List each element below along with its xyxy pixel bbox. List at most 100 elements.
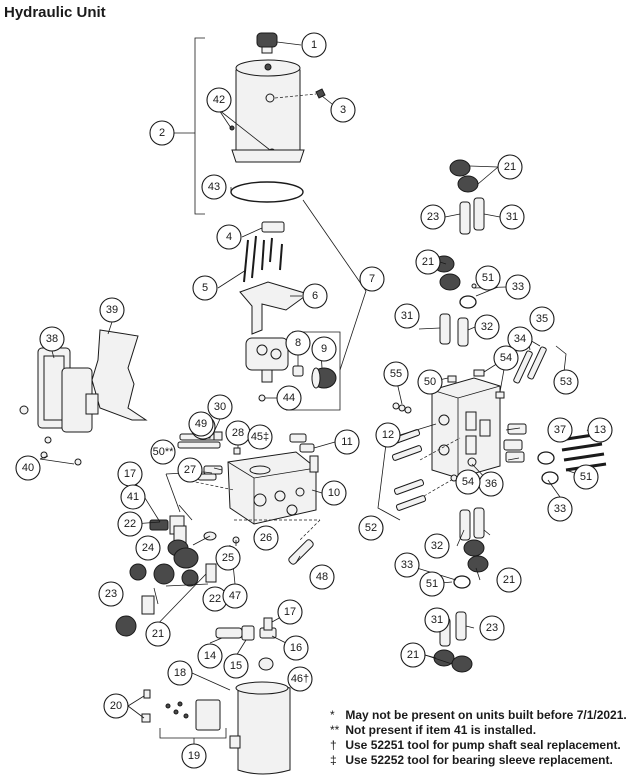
callout-7: 7 — [359, 266, 385, 292]
footnote-symbol: ** — [330, 723, 340, 737]
callout-8: 8 — [285, 330, 311, 356]
callout-31b: 31 — [394, 303, 420, 329]
callout-37: 37 — [547, 417, 573, 443]
callout-32a: 32 — [474, 314, 500, 340]
callout-13: 13 — [587, 417, 613, 443]
motor-part — [61, 367, 99, 433]
callout-12: 12 — [375, 422, 401, 448]
svg-text:33: 33 — [554, 503, 566, 515]
svg-text:3: 3 — [340, 104, 346, 116]
svg-text:54: 54 — [462, 476, 474, 488]
svg-text:25: 25 — [222, 552, 234, 564]
pump-part — [245, 337, 289, 383]
footnotes: * May not be present on units built befo… — [330, 708, 627, 768]
seal-part — [258, 394, 266, 402]
svg-text:33: 33 — [401, 559, 413, 571]
svg-text:6: 6 — [312, 290, 318, 302]
callout-50b: 50** — [150, 439, 176, 465]
callout-21e: 21 — [400, 642, 426, 668]
svg-text:23: 23 — [486, 622, 498, 634]
bracket-kit-part — [165, 699, 221, 731]
callout-54a: 54 — [493, 345, 519, 371]
tee-fitting-part — [259, 617, 277, 639]
svg-text:2: 2 — [159, 127, 165, 139]
callout-45: 45‡ — [247, 424, 273, 450]
footnote-4: ‡ Use 52252 tool for bearing sleeve repl… — [330, 753, 627, 768]
callout-52: 52 — [358, 515, 384, 541]
callout-33c: 33 — [394, 552, 420, 578]
svg-text:50: 50 — [424, 376, 436, 388]
footnote-text: Not present if item 41 is installed. — [345, 723, 537, 737]
svg-text:31: 31 — [506, 211, 518, 223]
callout-3: 3 — [330, 97, 356, 123]
footnote-symbol: * — [330, 708, 335, 722]
footnote-text: May not be present on units built before… — [345, 708, 627, 722]
svg-text:5: 5 — [202, 282, 208, 294]
bottom-reservoir-part — [229, 681, 291, 775]
callout-27: 27 — [177, 457, 203, 483]
strainer-part — [311, 367, 337, 389]
callout-43: 43 — [201, 174, 227, 200]
callout-22a: 22 — [117, 511, 143, 537]
svg-text:21: 21 — [422, 256, 434, 268]
filter-part — [261, 221, 285, 233]
svg-text:9: 9 — [321, 343, 327, 355]
callout-1: 1 — [301, 32, 327, 58]
svg-text:51: 51 — [426, 578, 438, 590]
callout-36: 36 — [478, 471, 504, 497]
svg-text:8: 8 — [295, 337, 301, 349]
svg-text:55: 55 — [390, 368, 402, 380]
svg-text:51: 51 — [580, 471, 592, 483]
callout-23a: 23 — [98, 581, 124, 607]
callout-23b: 23 — [420, 204, 446, 230]
callout-18: 18 — [167, 660, 193, 686]
svg-text:17: 17 — [124, 468, 136, 480]
callout-55: 55 — [383, 361, 409, 387]
svg-text:32: 32 — [481, 321, 493, 333]
svg-text:34: 34 — [514, 333, 526, 345]
page-title: Hydraulic Unit — [4, 4, 106, 21]
callout-50a: 50 — [417, 369, 443, 395]
elbow-fittings-part — [289, 433, 319, 473]
svg-text:51: 51 — [482, 272, 494, 284]
callout-21c: 21 — [145, 621, 171, 647]
callout-9: 9 — [311, 336, 337, 362]
svg-text:54: 54 — [500, 352, 512, 364]
svg-text:49: 49 — [195, 418, 207, 430]
callout-47: 47 — [222, 583, 248, 609]
svg-text:21: 21 — [504, 161, 516, 173]
svg-text:7: 7 — [369, 273, 375, 285]
callout-44: 44 — [276, 385, 302, 411]
cartridge-valve-part — [288, 539, 314, 565]
svg-text:17: 17 — [284, 606, 296, 618]
svg-text:46†: 46† — [291, 673, 309, 685]
svg-text:48: 48 — [316, 571, 328, 583]
svg-text:4: 4 — [226, 231, 232, 243]
callout-15: 15 — [223, 653, 249, 679]
callout-33a: 33 — [505, 274, 531, 300]
callout-38: 38 — [39, 326, 65, 352]
callout-21b: 21 — [415, 249, 441, 275]
right-fittings-part — [503, 423, 527, 463]
svg-text:30: 30 — [214, 401, 226, 413]
svg-text:20: 20 — [110, 700, 122, 712]
callout-4: 4 — [216, 224, 242, 250]
baffle-part — [239, 281, 310, 335]
svg-text:50**: 50** — [153, 446, 175, 458]
svg-text:33: 33 — [512, 281, 524, 293]
svg-text:24: 24 — [142, 542, 154, 554]
callout-26: 26 — [253, 525, 279, 551]
svg-text:19: 19 — [188, 750, 200, 762]
svg-text:22: 22 — [209, 593, 221, 605]
svg-text:35: 35 — [536, 313, 548, 325]
cartridge-set-53-part — [513, 346, 547, 384]
callout-30: 30 — [207, 394, 233, 420]
callout-31c: 31 — [424, 607, 450, 633]
main-manifold-part — [227, 451, 317, 525]
callout-54b: 54 — [455, 469, 481, 495]
callout-51b: 51 — [573, 464, 599, 490]
footnote-text: Use 52252 tool for bearing sleeve replac… — [345, 753, 613, 767]
footnote-1: * May not be present on units built befo… — [330, 708, 627, 723]
svg-text:12: 12 — [382, 429, 394, 441]
screws-part — [243, 235, 283, 283]
